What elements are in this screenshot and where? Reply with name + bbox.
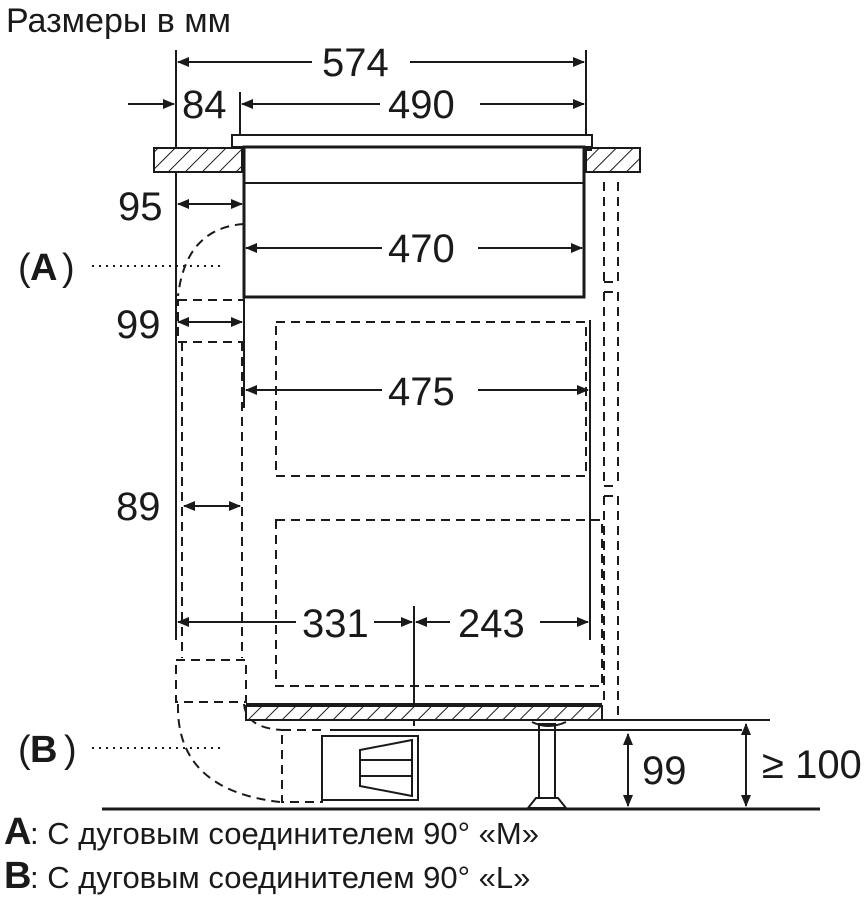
dim-490: 490 [241,83,585,127]
hob-glass [231,134,593,148]
dim-475: 475 [245,370,589,414]
dim-331-label: 331 [302,602,369,646]
legend-a: A : С дуговым соединителем 90° «M» [4,811,539,853]
dim-475-label: 475 [388,370,455,414]
outlet-box [321,735,419,801]
legend-b: B : С дуговым соединителем 90° «L» [4,855,530,897]
legend-a-letter: A [4,811,31,853]
dim-331-243: 331 243 [177,602,589,726]
drawers [275,321,603,687]
hob-body [242,145,592,299]
dim-89-label: 89 [116,485,161,529]
cabinet-leg [525,721,569,809]
legend-a-text: : С дуговым соединителем 90° «M» [30,816,539,851]
svg-text:): ) [62,247,75,289]
legend-b-letter: B [4,855,31,897]
legend-b-text: : С дуговым соединителем 90° «L» [30,860,530,895]
svg-text:(: ( [18,247,31,289]
dim-95-label: 95 [118,185,163,229]
dim-95: 95 [118,185,243,229]
duct-b [175,659,323,803]
callout-a-letter: A [30,247,57,289]
page-title: Размеры в мм [6,2,231,40]
dim-89: 89 [116,485,241,529]
dim-99-upper: 99 [116,303,243,347]
dim-574-label: 574 [322,41,389,85]
dim-574: 574 [177,41,585,85]
svg-text:(: ( [18,729,31,771]
callout-b: ( B ) [18,729,220,771]
dim-470-label: 470 [388,227,455,271]
dim-height-min-label: ≥ 100 [762,743,862,787]
cabinet-right [589,182,619,716]
dim-99-upper-label: 99 [116,303,161,347]
worktop [153,134,641,173]
dim-84: 84 [128,83,227,127]
dim-height-min: ≥ 100 [741,723,862,807]
svg-text:): ) [64,729,77,771]
dim-height-99: 99 [623,733,687,807]
dim-84-label: 84 [182,83,227,127]
callout-b-letter: B [30,729,57,771]
dim-height-99-label: 99 [642,749,687,793]
callout-a: ( A ) [18,247,220,289]
dim-470: 470 [245,227,583,271]
dim-490-label: 490 [388,83,455,127]
dim-243-label: 243 [458,602,525,646]
duct-a [177,223,245,658]
base-shelf [245,705,603,721]
